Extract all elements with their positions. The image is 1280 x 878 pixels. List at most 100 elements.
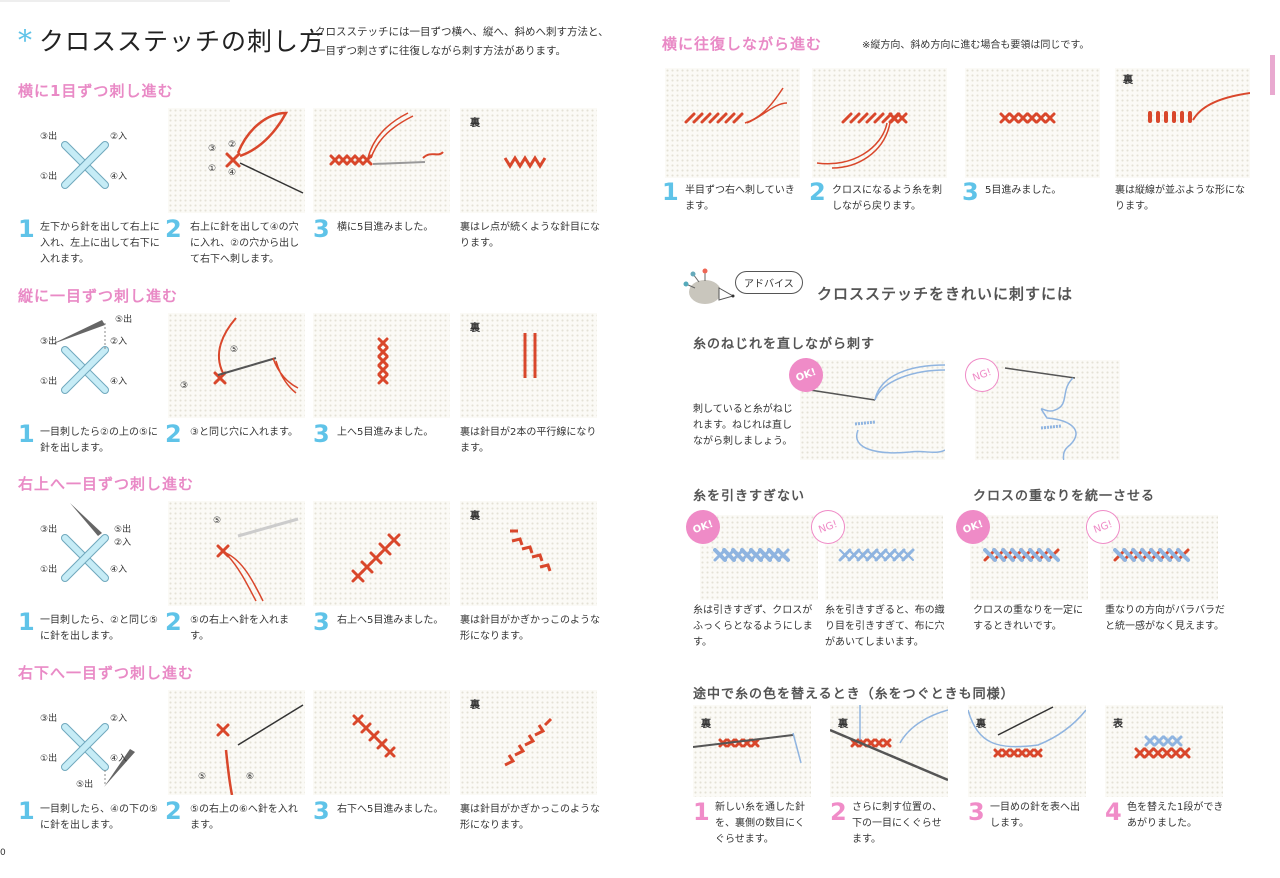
side-label: 裏 <box>838 719 848 730</box>
stitch-illustration <box>816 112 908 169</box>
stitch-diagram: ③出 ②入 ①出 ④入 ⑤出 <box>30 692 155 792</box>
photo-point-label: ④ <box>228 168 237 178</box>
page-top-rule <box>0 0 230 2</box>
diagram-label: ①出 <box>40 172 58 182</box>
step-text: 新しい糸を通した針を、裏側の数目にくぐらせます。 <box>715 802 805 845</box>
step-text: ⑤の右上へ針を入れます。 <box>190 615 289 642</box>
step-text: さらに刺す位置の、下の一目にくぐらせます。 <box>852 802 942 845</box>
photo-point-label: ⑤ <box>213 516 222 526</box>
stitch-photo: 裏 <box>829 705 949 797</box>
diagram-label: ④入 <box>110 754 128 764</box>
side-label: 表 <box>1113 719 1123 730</box>
stitch-photo <box>313 313 450 418</box>
section-heading: 縦に一目ずつ刺し進む <box>18 287 179 305</box>
step-text: 裏は針目がかぎかっこのような形になります。 <box>460 804 600 831</box>
diagram-label: ③出 <box>40 337 58 347</box>
stitch-photo <box>812 68 947 178</box>
stitch-illustration <box>329 112 444 166</box>
cross-diagram-icon <box>50 320 109 394</box>
step-text: 5目進みました。 <box>985 185 1062 196</box>
overlap-ng-text: 重なりの方向がバラバラだと統一感がなく見えます。 <box>1105 605 1225 632</box>
diagram-label: ①出 <box>40 754 58 764</box>
twist-ok-photo <box>800 360 946 460</box>
stitch-illustration <box>684 87 788 124</box>
step-number: 1 <box>18 420 35 448</box>
page-title: *クロスステッチの刺し方 <box>18 22 325 58</box>
back-side-label: 裏 <box>470 118 480 129</box>
section-note: ※縦方向、斜め方向に進む場合も要領は同じです。 <box>862 40 1090 51</box>
stitch-illustration <box>377 337 389 385</box>
photo-point-label: ⑥ <box>246 772 255 782</box>
diagram-label: ②入 <box>110 337 128 347</box>
stitch-photo: ⑤ <box>168 501 305 606</box>
stitch-photo: 裏 <box>460 501 597 606</box>
step-number: 2 <box>830 798 847 826</box>
page-tab <box>1270 55 1275 95</box>
step-text: 一目刺したら、④の下の⑤に針を出します。 <box>40 804 158 831</box>
overlap-heading: クロスの重なりを統一させる <box>973 489 1156 504</box>
step-text: 左下から針を出して右上に入れ、左上に出して右下に入れます。 <box>40 222 160 265</box>
cross-diagram-icon <box>61 141 109 189</box>
diagram-label: ④入 <box>110 377 128 387</box>
pull-heading: 糸を引きすぎない <box>693 489 806 504</box>
stitch-photo: 裏 <box>692 705 811 797</box>
step-number: 3 <box>313 215 330 243</box>
back-side-label: 裏 <box>470 323 480 334</box>
advice-title: クロスステッチをきれいに刺すには <box>817 285 1074 303</box>
intro-text: クロスステッチには一目ずつ横へ、縦へ、斜めへ刺す方法と、 一目ずつ刺さずに往復し… <box>315 23 609 61</box>
step-text: 裏は針目が2本の平行線になります。 <box>460 427 597 454</box>
stitch-photo <box>665 68 800 178</box>
diagram-label: ⑤出 <box>115 315 133 325</box>
stitch-photo: 裏 <box>460 690 597 795</box>
step-text: ③と同じ穴に入れます。 <box>190 427 298 438</box>
diagram-label: ④入 <box>110 172 128 182</box>
section-heading: 横に往復しながら進む <box>662 35 823 53</box>
stitch-photo: 裏 <box>460 108 597 213</box>
stitch-illustration <box>713 548 790 562</box>
step-number: 2 <box>165 215 182 243</box>
twist-heading: 糸のねじれを直しながら刺す <box>693 337 876 352</box>
back-side-label: 裏 <box>470 700 480 711</box>
stitch-illustration <box>503 155 547 169</box>
step-text: クロスになるよう糸を刺しながら戻ります。 <box>832 185 942 212</box>
step-text: 裏は縦線が並ぶような形になります。 <box>1115 185 1245 212</box>
step-text: 半目ずつ右へ刺していきます。 <box>685 185 795 212</box>
cross-diagram-icon <box>61 503 109 582</box>
diagram-label: ⑤出 <box>76 780 94 790</box>
diagram-label: ③出 <box>40 714 58 724</box>
photo-point-label: ③ <box>208 144 217 154</box>
twist-text: 刺していると糸がねじれます。ねじれは直しながら刺しましょう。 <box>693 404 793 447</box>
side-label: 裏 <box>976 719 986 730</box>
photo-point-label: ⑤ <box>230 345 239 355</box>
photo-point-label: ② <box>228 140 237 150</box>
stitch-diagram: ③出 ②入 ①出 ④入 ⑤出 <box>30 315 155 415</box>
diagram-label: ②入 <box>110 714 128 724</box>
stitch-photo <box>313 108 450 213</box>
diagram-label: ①出 <box>40 377 58 387</box>
stitch-illustration <box>216 517 299 602</box>
diagram-label: ④入 <box>110 565 128 575</box>
diagram-label: ③出 <box>40 525 58 535</box>
step-number: 1 <box>662 178 679 206</box>
step-number: 1 <box>18 215 35 243</box>
step-text: 一目めの針を表へ出します。 <box>990 802 1080 829</box>
pull-ok-text: 糸は引きすぎず、クロスがふっくらとなるようにします。 <box>693 605 813 648</box>
photo-point-label: ③ <box>180 381 189 391</box>
intro-line: クロスステッチには一目ずつ横へ、縦へ、斜めへ刺す方法と、 <box>315 26 609 38</box>
step-text: 上へ5目進みました。 <box>337 427 434 438</box>
step-number: 3 <box>962 178 979 206</box>
stitch-illustration <box>352 714 396 758</box>
step-number: 3 <box>968 798 985 826</box>
section-heading: 右上へ一目ずつ刺し進む <box>18 475 195 493</box>
stitch-illustration <box>216 704 304 796</box>
step-text: 右下へ5目進みました。 <box>337 804 444 815</box>
step-text: 一目刺したら、②と同じ⑤に針を出します。 <box>40 615 158 642</box>
section-heading: 右下へ一目ずつ刺し進む <box>18 664 195 682</box>
step-number: 4 <box>1105 798 1122 826</box>
diagram-label: ③出 <box>40 132 58 142</box>
advice-bubble: アドバイス <box>735 271 803 294</box>
stitch-illustration <box>1134 735 1191 759</box>
step-number: 2 <box>165 608 182 636</box>
section-heading: 横に1目ずつ刺し進む <box>18 82 174 100</box>
